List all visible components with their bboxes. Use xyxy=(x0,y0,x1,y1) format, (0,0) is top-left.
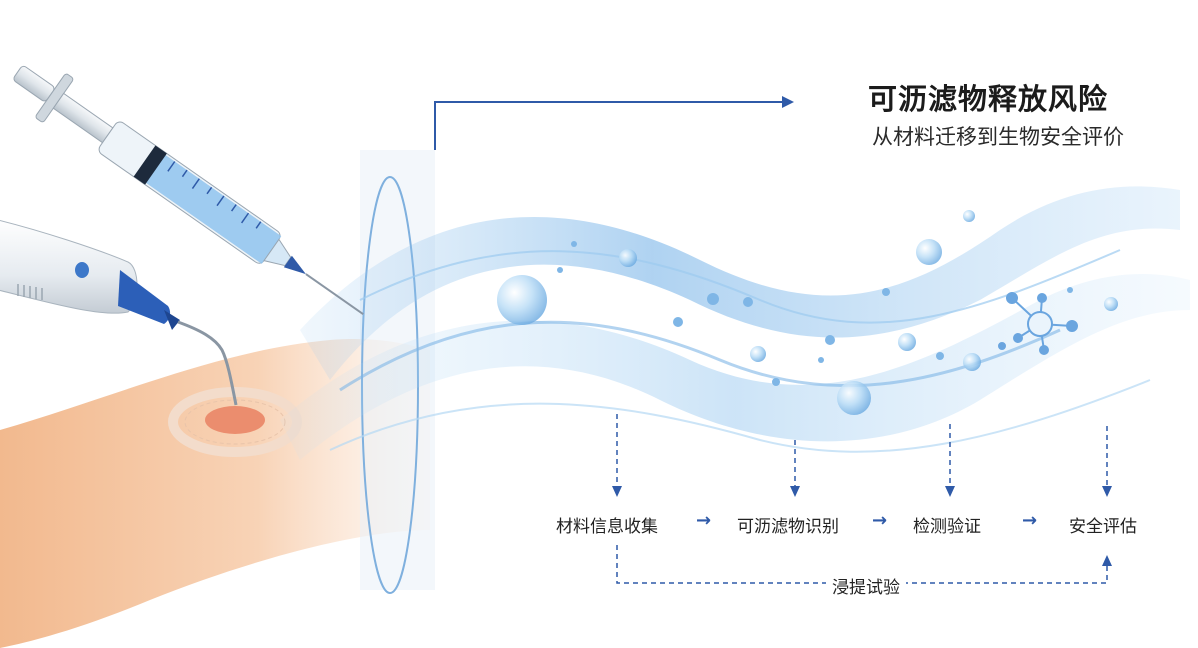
page-title: 可沥滤物释放风险 xyxy=(868,82,1109,116)
flow-drop-arrows xyxy=(612,414,1112,497)
step-leachable-identification: 可沥滤物识别 xyxy=(737,517,839,537)
step-arrow-2: → xyxy=(872,510,888,531)
step-arrow-1: → xyxy=(696,510,712,531)
title-connector xyxy=(434,96,794,150)
step-arrow-3: → xyxy=(1022,510,1038,531)
migration-waves xyxy=(280,186,1190,460)
step-material-info: 材料信息收集 xyxy=(556,517,658,537)
droplet-icon xyxy=(497,210,1118,415)
step-safety-assessment: 安全评估 xyxy=(1069,517,1137,537)
extraction-test-label: 浸提试验 xyxy=(826,573,906,598)
page-subtitle: 从材料迁移到生物安全评价 xyxy=(872,125,1124,149)
molecule-icon xyxy=(998,292,1078,355)
step-test-verification: 检测验证 xyxy=(913,517,981,537)
syringe-icon xyxy=(13,65,364,316)
injector-device-icon xyxy=(0,219,238,406)
